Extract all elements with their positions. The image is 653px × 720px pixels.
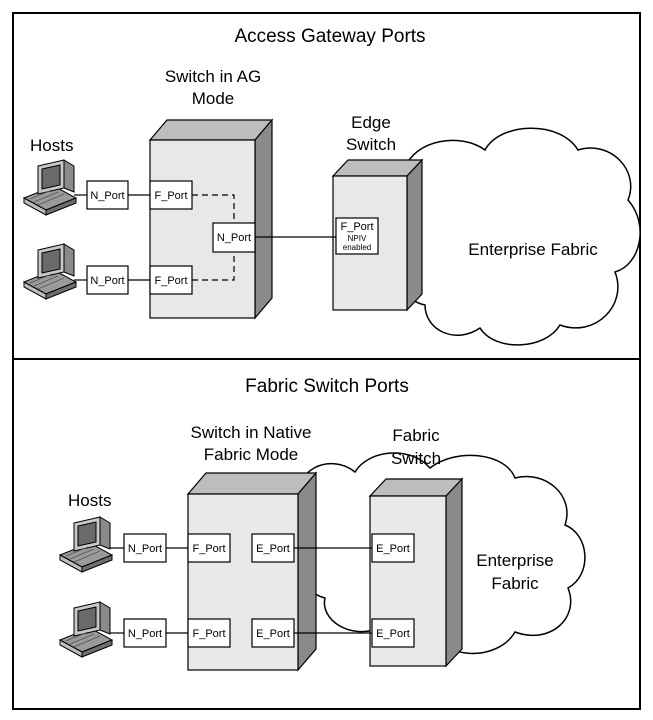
native-switch-label-line1: Switch in Native	[191, 423, 312, 442]
top-enterprise-fabric-cloud	[404, 127, 641, 346]
bottom-panel-title: Fabric Switch Ports	[245, 376, 409, 397]
svg-text:E_Port: E_Port	[256, 628, 290, 640]
bottom-enterprise-fabric-label-line2: Fabric	[491, 574, 539, 593]
svg-text:N_Port: N_Port	[217, 232, 251, 244]
ag-switch-f-port-1: F_Port	[149, 180, 193, 210]
svg-text:N_Port: N_Port	[90, 275, 124, 287]
ag-switch-box	[148, 118, 274, 320]
fabric-switch-label-line1: Fabric	[392, 426, 440, 445]
svg-text:NPIV: NPIV	[348, 234, 367, 243]
svg-text:N_Port: N_Port	[128, 628, 162, 640]
native-switch-e-port-1: E_Port	[251, 533, 295, 563]
bottom-enterprise-fabric-label-line1: Enterprise	[476, 551, 553, 570]
top-dashed-fport1-nport	[192, 194, 235, 223]
native-switch-f-port-1: F_Port	[187, 533, 231, 563]
svg-text:F_Port: F_Port	[192, 543, 225, 555]
bottom-hosts-label: Hosts	[68, 491, 111, 510]
fabric-switch-e-port-2: E_Port	[371, 618, 415, 648]
bottom-host2-n-port: N_Port	[123, 618, 167, 648]
fabric-switch-e-port-1: E_Port	[371, 533, 415, 563]
edge-switch-label-line1: Edge	[351, 113, 391, 132]
fabric-switch-label-line2: Switch	[391, 449, 441, 468]
ag-switch-label-line1: Switch in AG	[165, 67, 261, 86]
svg-text:E_Port: E_Port	[376, 543, 410, 555]
top-enterprise-fabric-label: Enterprise Fabric	[468, 240, 598, 259]
native-switch-e-port-2: E_Port	[251, 618, 295, 648]
svg-text:F_Port: F_Port	[192, 628, 225, 640]
top-host1-n-port: N_Port	[86, 180, 129, 210]
edge-switch-f-port-npiv: F_Port NPIV enabled	[335, 217, 379, 255]
top-hosts-label: Hosts	[30, 136, 73, 155]
svg-text:E_Port: E_Port	[256, 543, 290, 555]
svg-text:N_Port: N_Port	[128, 543, 162, 555]
ag-switch-f-port-2: F_Port	[149, 265, 193, 295]
top-host2-n-port: N_Port	[86, 265, 129, 295]
top-panel-title: Access Gateway Ports	[234, 26, 425, 47]
ag-switch-n-port: N_Port	[212, 222, 256, 253]
svg-text:enabled: enabled	[343, 243, 371, 252]
svg-text:F_Port: F_Port	[154, 190, 187, 202]
native-switch-label-line2: Fabric Mode	[204, 445, 298, 464]
edge-switch-label-line2: Switch	[346, 135, 396, 154]
svg-text:F_Port: F_Port	[154, 275, 187, 287]
svg-text:N_Port: N_Port	[90, 190, 124, 202]
bottom-host1-n-port: N_Port	[123, 533, 167, 563]
svg-text:E_Port: E_Port	[376, 628, 410, 640]
top-dashed-fport2-nport	[192, 252, 235, 281]
svg-text:F_Port: F_Port	[340, 221, 373, 233]
edge-switch-box	[331, 158, 424, 312]
native-switch-f-port-2: F_Port	[187, 618, 231, 648]
ag-switch-label-line2: Mode	[192, 89, 235, 108]
